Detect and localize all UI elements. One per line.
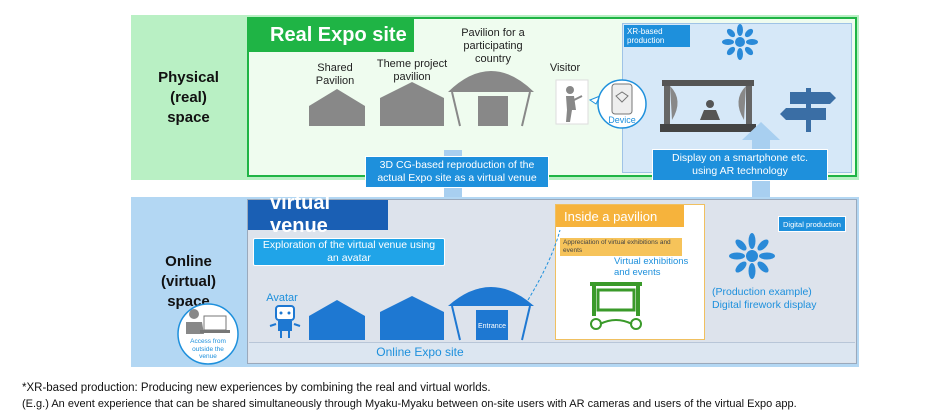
- physical-space-label: Physical (real) space: [158, 68, 219, 126]
- production-example-label: (Production example) Digital firework di…: [712, 286, 817, 311]
- digital-production-label: Digital production: [778, 216, 846, 232]
- pavilion-icon: [380, 82, 444, 126]
- online-expo-site-strip: [249, 342, 855, 362]
- exploration-callout: Exploration of the virtual venue using a…: [253, 238, 445, 266]
- device-label: Device: [608, 115, 636, 125]
- avatar-label: Avatar: [266, 292, 298, 304]
- exhibitions-label: Virtual exhibitions and events: [614, 256, 689, 278]
- theme-pavilion-label: Theme project pavilion: [376, 58, 448, 83]
- footnote-example: (E.g.) An event experience that can be s…: [22, 398, 797, 410]
- shared-pavilion-label: Shared Pavilion: [315, 62, 355, 87]
- stage-icon: [660, 80, 756, 132]
- down-arrow-caption: 3D CG-based reproduction of the actual E…: [365, 156, 549, 188]
- pavilion-icon: [448, 71, 534, 127]
- visitor-icon: [555, 79, 589, 125]
- avatar-icon: [269, 305, 301, 338]
- firework-icon: [729, 233, 775, 279]
- pavilion-icon: [309, 89, 365, 126]
- pavilion-icon: [309, 300, 365, 340]
- real-expo-title: Real Expo site: [248, 18, 414, 52]
- exhibition-icon: [590, 282, 642, 330]
- access-label: Access from outside the venue: [190, 338, 226, 360]
- up-arrow-caption: Display on a smartphone etc. using AR te…: [652, 149, 828, 181]
- signpost-icon: [780, 88, 836, 132]
- device-icon: [588, 79, 647, 129]
- laptop-user-icon: [177, 303, 239, 365]
- pavilion-icon: [380, 296, 444, 340]
- visitor-label: Visitor: [549, 62, 581, 74]
- footnote-xr: *XR-based production: Producing new expe…: [22, 382, 491, 394]
- entrance-label: Entrance: [477, 323, 507, 330]
- firework-icon: [722, 24, 758, 60]
- country-pavilion-label: Pavilion for a participating country: [461, 27, 525, 65]
- appreciation-label: Appreciation of virtual exhibitions and …: [560, 238, 682, 256]
- inside-pavilion-title: Inside a pavilion: [556, 205, 684, 227]
- online-expo-site-label: Online Expo site: [376, 345, 464, 359]
- xr-production-label: XR-based production: [624, 25, 690, 47]
- pavilion-icon: [448, 287, 534, 341]
